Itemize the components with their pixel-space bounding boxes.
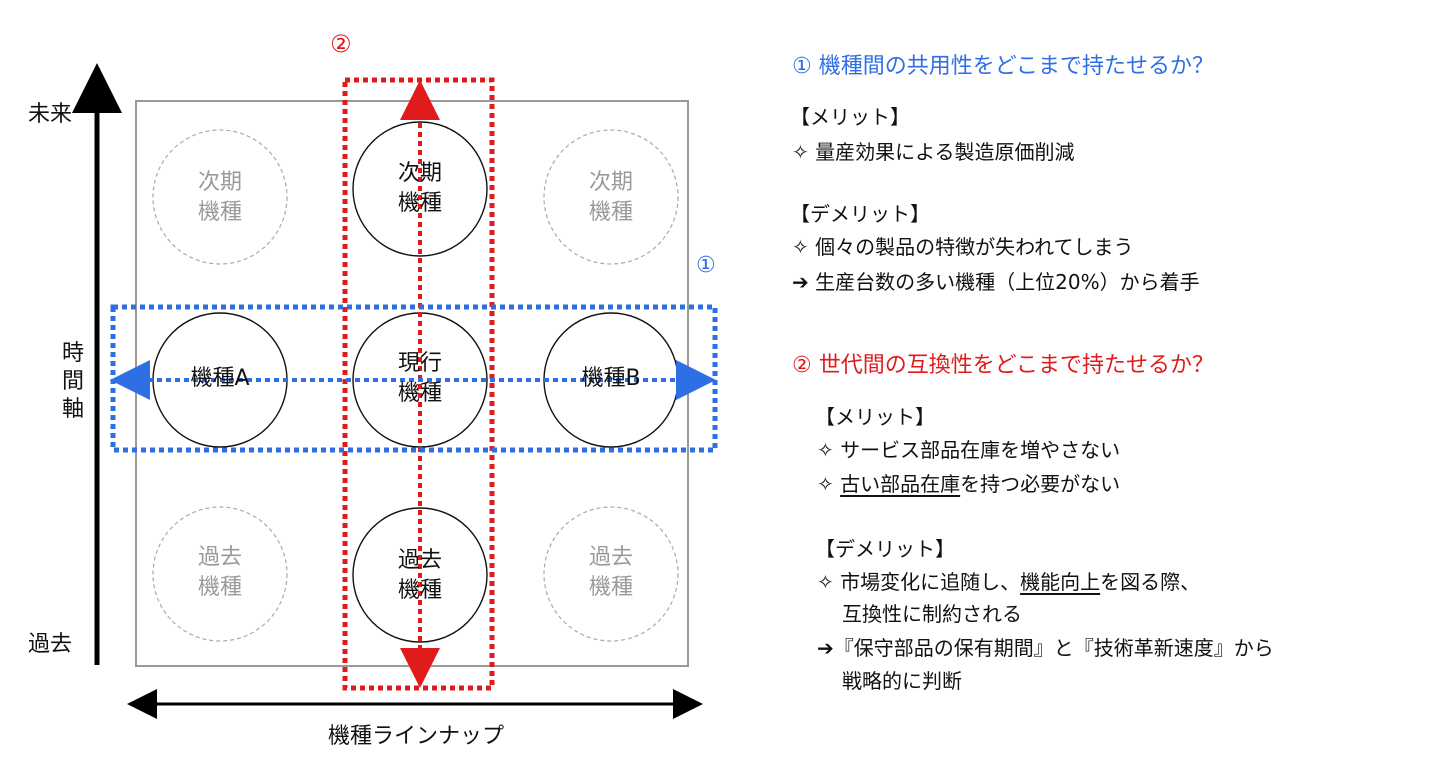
cell-bot-right: 過去 機種 — [588, 545, 633, 600]
lineup-highlight-box — [110, 304, 718, 453]
merit-2-bullet: ✧ — [817, 472, 841, 496]
section-2-title: ② 世代間の互換性をどこまで持たせるか？ — [792, 353, 1215, 378]
demerit-1-a: ✧ 市場変化に追随し、 — [817, 570, 1021, 594]
axis-label-lineup: 機種ラインナップ — [328, 724, 505, 749]
section-1-demerit-head: 【デメリット】 — [790, 202, 930, 226]
cell-bot-left: 過去 機種 — [197, 545, 242, 600]
circle-top-right — [543, 129, 679, 265]
section-2-merit-1: ✧ サービス部品在庫を増やさない — [817, 438, 1121, 462]
demerit-1-b: を図る際、 — [1100, 570, 1201, 594]
merit-2-underlined: 古い部品在庫 — [840, 472, 961, 496]
cell-mid-right: 機種B — [581, 366, 641, 391]
section-2-action-line1: ➔『保守部品の保有期間』と『技術革新速度』から — [817, 636, 1274, 660]
axis-label-future: 未来 — [28, 102, 73, 127]
section-1-demerit-1: ✧ 個々の製品の特徴が失われてしまう — [792, 235, 1134, 259]
demerit-1-underlined: 機能向上 — [1020, 570, 1101, 594]
section-2-merit-head: 【メリット】 — [815, 405, 935, 429]
section-2-action-line2: 戦略的に判断 — [842, 669, 962, 693]
cell-top-right: 次期 機種 — [588, 170, 633, 225]
lineup-time-diagram — [72, 63, 718, 719]
circle-bot-left — [152, 506, 288, 642]
section-1-merit-1: ✧ 量産効果による製造原価削減 — [792, 140, 1075, 164]
section-2-demerit-head: 【デメリット】 — [815, 537, 955, 561]
cell-top-left: 次期 機種 — [197, 170, 242, 225]
section-1-title: ① 機種間の共用性をどこまで持たせるか？ — [792, 54, 1215, 79]
cell-bot-center: 過去 機種 — [397, 548, 442, 603]
cell-top-center: 次期 機種 — [397, 161, 442, 216]
axis-label-past: 過去 — [28, 632, 73, 657]
axis-label-time: 時間軸 — [62, 341, 85, 422]
section-2-merit-2: ✧ 古い部品在庫を持つ必要がない — [817, 472, 1120, 496]
marker-2: ② — [330, 30, 352, 58]
circle-top-left — [152, 129, 288, 265]
cell-mid-center: 現行 機種 — [397, 351, 442, 406]
section-2-demerit-1: ✧ 市場変化に追随し、機能向上を図る際、 — [817, 570, 1200, 594]
section-1-action: ➔ 生産台数の多い機種（上位20%）から着手 — [792, 270, 1200, 294]
section-2-demerit-1-line2: 互換性に制約される — [842, 602, 1022, 626]
cell-mid-left: 機種A — [190, 366, 250, 391]
circle-bot-right — [543, 506, 679, 642]
marker-1: ① — [696, 253, 716, 278]
merit-2-rest: を持つ必要がない — [960, 472, 1121, 496]
section-1-merit-head: 【メリット】 — [790, 105, 910, 129]
